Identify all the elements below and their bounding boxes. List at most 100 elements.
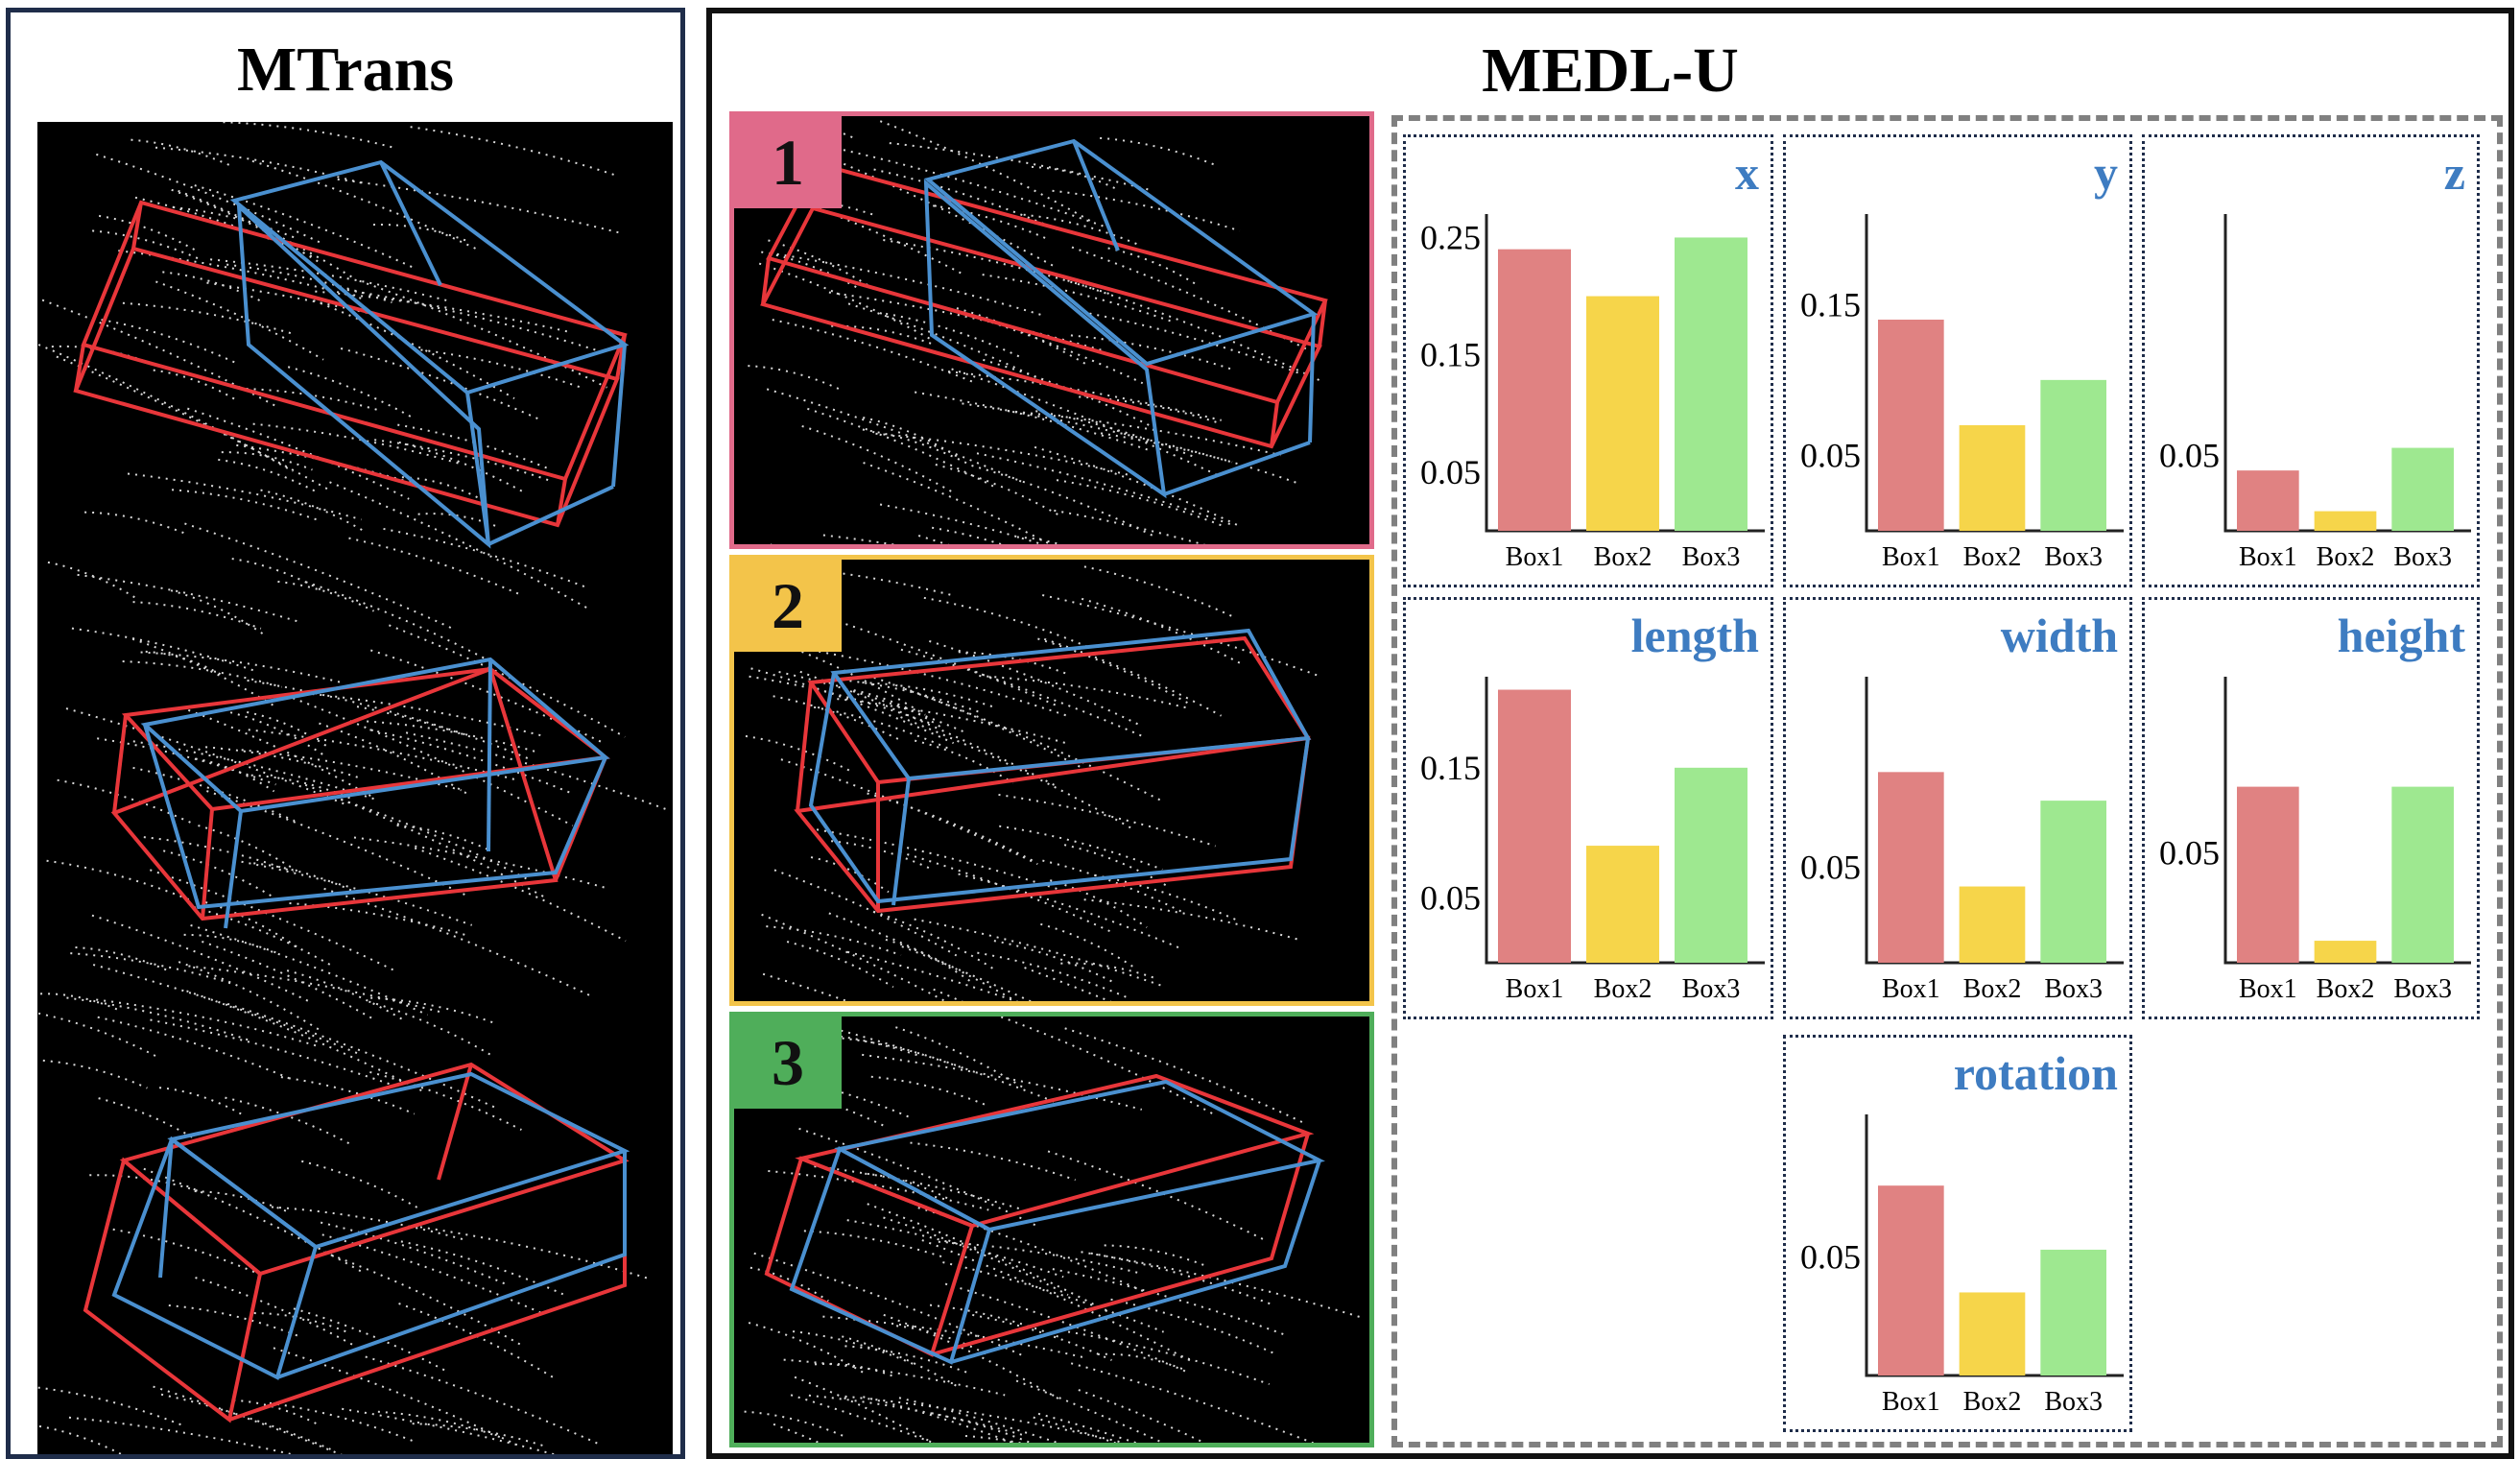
bar-box2 xyxy=(1959,1292,2026,1375)
ground-truth-box xyxy=(111,1071,630,1380)
y-tick-label: 0.25 xyxy=(1420,218,1481,256)
bar-box3 xyxy=(1675,237,1747,531)
bar-box2 xyxy=(2314,941,2377,963)
bar-box2 xyxy=(1586,846,1659,963)
bar-box2 xyxy=(1959,886,2026,963)
y-tick-label: 0.05 xyxy=(1800,849,1861,887)
chart-axes xyxy=(1865,677,2124,965)
y-tick-label: 0.05 xyxy=(2159,436,2220,474)
y-tick-label: 0.05 xyxy=(1420,878,1481,917)
x-tick-label: Box3 xyxy=(2393,974,2452,1004)
mtrans-scene-1-boxes xyxy=(73,159,630,549)
bar-box2 xyxy=(1959,425,2026,531)
frame-2-scene xyxy=(745,563,1320,1001)
bar-box1 xyxy=(1498,249,1571,531)
medl-u-title: MEDL-U xyxy=(1482,36,1739,106)
ground-truth-box xyxy=(140,657,610,929)
x-tick-label: Box1 xyxy=(1882,542,1940,572)
frame-3-scene xyxy=(744,1017,1362,1443)
x-tick-label: Box1 xyxy=(2239,974,2297,1004)
bar-box3 xyxy=(2391,447,2454,531)
chart-svg: Box1 Box2 Box3 0.05 0.15 0.25 xyxy=(1420,214,1765,572)
y-tick-label: 0.15 xyxy=(1420,336,1481,374)
x-tick-label: Box2 xyxy=(1963,542,2022,572)
x-tick-label: Box1 xyxy=(1882,1387,1940,1417)
chart-svg: Box1 Box2 Box3 0.05 xyxy=(1800,1114,2124,1417)
medl-u-frame-2: 2 xyxy=(729,555,1374,1006)
y-tick-label: 0.05 xyxy=(2159,833,2220,872)
x-tick-label: Box1 xyxy=(2239,542,2297,572)
x-tick-label: Box3 xyxy=(2044,542,2103,572)
x-tick-label: Box3 xyxy=(2044,1387,2103,1417)
bar-box3 xyxy=(2040,1249,2106,1375)
bar-box1 xyxy=(2237,470,2299,531)
chart-title: y xyxy=(2094,146,2118,200)
ground-truth-box xyxy=(789,1079,1325,1365)
bar-box3 xyxy=(2391,786,2454,963)
chart-axes xyxy=(1485,214,1765,533)
y-tick-label: 0.05 xyxy=(1420,453,1481,491)
chart-svg: Box1 Box2 Box3 0.05 xyxy=(2159,677,2471,1004)
ground-truth-box xyxy=(923,138,1319,499)
predicted-box xyxy=(794,635,1312,914)
x-tick-label: Box3 xyxy=(2044,974,2103,1004)
x-tick-label: Box3 xyxy=(1682,542,1741,572)
bar-box3 xyxy=(1675,767,1747,963)
chart-title: x xyxy=(1735,146,1759,200)
y-tick-label: 0.05 xyxy=(1800,436,1861,474)
frame-3-badge: 3 xyxy=(734,1017,842,1109)
x-tick-label: Box3 xyxy=(1682,974,1741,1004)
bar-box3 xyxy=(2040,379,2106,531)
chart-axes xyxy=(2223,677,2471,965)
point-cloud-points xyxy=(37,122,671,1454)
x-tick-label: Box2 xyxy=(1594,542,1652,572)
ground-truth-box xyxy=(229,159,630,549)
medl-u-panel: MEDL-U xyxy=(706,8,2514,1459)
x-tick-label: Box2 xyxy=(1963,974,2022,1004)
predicted-box xyxy=(73,200,628,528)
bar-box2 xyxy=(2314,511,2377,531)
bar-box1 xyxy=(1878,772,1944,963)
x-tick-label: Box1 xyxy=(1506,974,1564,1004)
bar-box1 xyxy=(1878,1185,1944,1375)
predicted-box xyxy=(764,1073,1315,1357)
chart-axes xyxy=(1485,677,1765,965)
medl-u-frame-1: 1 xyxy=(729,111,1374,549)
mtrans-scene-2-boxes xyxy=(110,657,611,929)
x-tick-label: Box2 xyxy=(1963,1387,2022,1417)
chart-axes xyxy=(1865,1114,2124,1377)
x-tick-label: Box1 xyxy=(1506,542,1564,572)
ground-truth-box xyxy=(808,628,1312,906)
chart-svg: Box1 Box2 Box3 0.05 0.15 xyxy=(1420,677,1765,1004)
chart-title: z xyxy=(2443,146,2465,200)
x-tick-label: Box2 xyxy=(2317,974,2375,1004)
bar-box1 xyxy=(2237,786,2299,963)
mtrans-scene-3-boxes xyxy=(83,1062,630,1423)
mtrans-title: MTrans xyxy=(236,35,455,105)
chart-axes xyxy=(1865,214,2124,533)
chart-svg: Box1 Box2 Box3 0.05 xyxy=(1800,677,2124,1004)
y-tick-label: 0.15 xyxy=(1800,285,1861,323)
y-tick-label: 0.05 xyxy=(1800,1237,1861,1276)
bar-box1 xyxy=(1878,320,1944,531)
chart-title: height xyxy=(2337,609,2465,662)
medl-u-frame-3: 3 xyxy=(729,1012,1374,1447)
x-tick-label: Box2 xyxy=(1594,974,1652,1004)
chart-title: length xyxy=(1630,609,1759,662)
bar-box3 xyxy=(2040,801,2106,963)
mtrans-point-cloud-svg xyxy=(37,122,671,1454)
mtrans-panel: MTrans xyxy=(6,8,685,1459)
frame-2-badge: 2 xyxy=(734,560,842,652)
chart-axes xyxy=(2223,214,2471,533)
mtrans-point-cloud-view xyxy=(37,122,673,1454)
frame-1-badge: 1 xyxy=(734,116,842,208)
y-tick-label: 0.15 xyxy=(1420,749,1481,787)
x-tick-label: Box1 xyxy=(1882,974,1940,1004)
